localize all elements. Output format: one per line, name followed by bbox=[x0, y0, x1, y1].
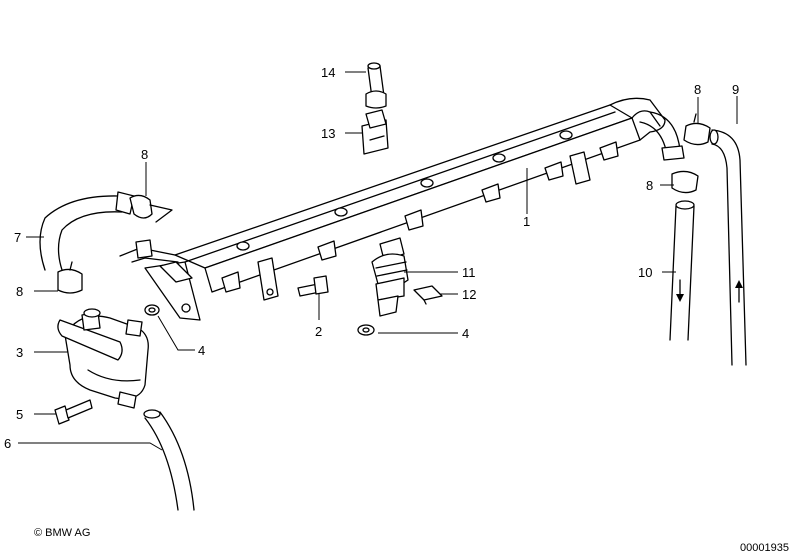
callout-6: 6 bbox=[4, 436, 11, 451]
callout-5: 5 bbox=[16, 407, 23, 422]
callout-14: 14 bbox=[321, 65, 335, 80]
pressure-regulator bbox=[57, 308, 149, 409]
callout-13: 13 bbox=[321, 126, 335, 141]
callout-3: 3 bbox=[16, 345, 23, 360]
washer-4-left bbox=[144, 304, 160, 316]
washer-4-center bbox=[357, 324, 375, 336]
callout-7: 7 bbox=[14, 230, 21, 245]
callout-11: 11 bbox=[462, 265, 476, 280]
callout-8-left: 8 bbox=[16, 284, 23, 299]
callout-1: 1 bbox=[523, 214, 530, 229]
callout-8-upper-right: 8 bbox=[694, 82, 701, 97]
clamp-8-lower-right bbox=[671, 170, 699, 194]
callout-8-upper-left: 8 bbox=[141, 147, 148, 162]
cap-14 bbox=[365, 62, 387, 109]
fuel-injector-11 bbox=[371, 237, 409, 317]
callout-4-left: 4 bbox=[198, 343, 205, 358]
bolt-5 bbox=[54, 399, 93, 425]
connector-13 bbox=[361, 109, 389, 155]
document-number: 00001935 bbox=[740, 542, 789, 554]
hose-10 bbox=[669, 200, 695, 341]
fuel-rail bbox=[119, 97, 666, 321]
copyright-notice: © BMW AG bbox=[34, 527, 91, 539]
callout-8-lower-right: 8 bbox=[646, 178, 653, 193]
flow-arrow-down bbox=[676, 279, 684, 302]
hose-6 bbox=[143, 409, 195, 511]
flow-arrow-up bbox=[735, 280, 743, 303]
callout-10: 10 bbox=[638, 265, 652, 280]
callout-labels: 1 2 3 4 4 5 6 7 8 8 8 8 9 10 11 12 13 14 bbox=[4, 65, 739, 451]
leader-lines bbox=[18, 71, 738, 451]
callout-12: 12 bbox=[462, 287, 476, 302]
clamp-8-upper-left bbox=[129, 194, 173, 223]
callout-2: 2 bbox=[315, 324, 322, 339]
pipe-elbow-right bbox=[639, 111, 685, 161]
callout-9: 9 bbox=[732, 82, 739, 97]
clamp-8-left bbox=[57, 261, 83, 294]
clamp-8-upper-right bbox=[683, 113, 711, 146]
hose-9 bbox=[709, 129, 747, 366]
callout-4-center: 4 bbox=[462, 326, 469, 341]
bolt-2 bbox=[266, 275, 329, 297]
clip-12 bbox=[413, 285, 443, 305]
hose-7 bbox=[39, 191, 135, 271]
